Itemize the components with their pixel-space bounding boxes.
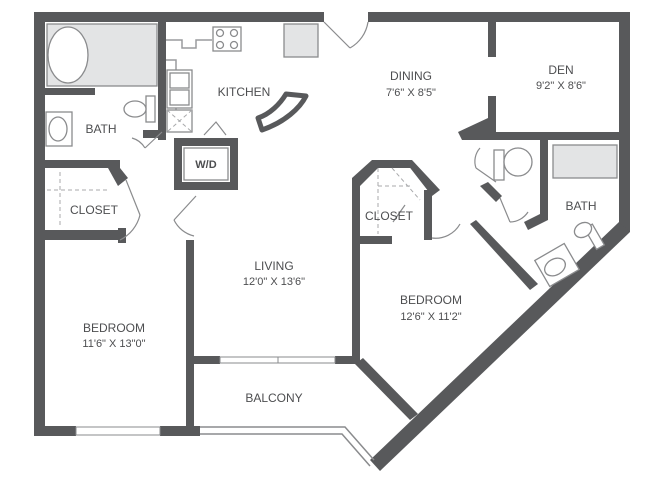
bedroom-right-size: 12'6" X 11'2" — [400, 311, 461, 323]
toilet-bath-right — [573, 221, 606, 251]
doors — [119, 21, 529, 241]
refrigerator — [283, 23, 319, 58]
dining-size: 7'6" X 8'5" — [386, 87, 436, 99]
closet-left-label: CLOSET — [70, 203, 119, 217]
exterior-walls — [34, 12, 630, 471]
toilet-right — [493, 147, 533, 181]
balcony-railing — [200, 426, 375, 467]
kitchen-island — [255, 91, 309, 133]
dishwasher — [166, 109, 193, 133]
den-label: DEN — [548, 63, 573, 77]
toilet-left — [123, 95, 156, 123]
bedroom-left-size: 11'6" X 13"0" — [82, 338, 145, 350]
interior-walls — [45, 22, 619, 430]
kitchen-label: KITCHEN — [218, 85, 271, 99]
washer-dryer — [183, 147, 229, 181]
sliding-door — [219, 356, 336, 364]
closet-shelves — [47, 167, 421, 234]
living-label: LIVING — [254, 259, 293, 273]
bedroom-right-label: BEDROOM — [400, 293, 462, 307]
window — [75, 426, 161, 436]
closet-mid-label: CLOSET — [365, 209, 414, 223]
bath-right-label: BATH — [565, 199, 596, 213]
stove — [212, 26, 242, 52]
balcony-label: BALCONY — [245, 391, 302, 405]
dining-label: DINING — [390, 69, 432, 83]
washer-dryer-label: W/D — [195, 159, 216, 171]
kitchen-sink — [166, 69, 193, 109]
sink-right — [533, 242, 581, 288]
bathtub-left — [46, 23, 158, 87]
living-size: 12'0" X 13'6" — [243, 276, 305, 288]
sink-left — [45, 111, 73, 147]
bedroom-left-label: BEDROOM — [83, 321, 145, 335]
bath-left-label: BATH — [85, 122, 116, 136]
den-size: 9'2" X 8'6" — [536, 80, 586, 92]
bathtub-right — [552, 144, 618, 179]
